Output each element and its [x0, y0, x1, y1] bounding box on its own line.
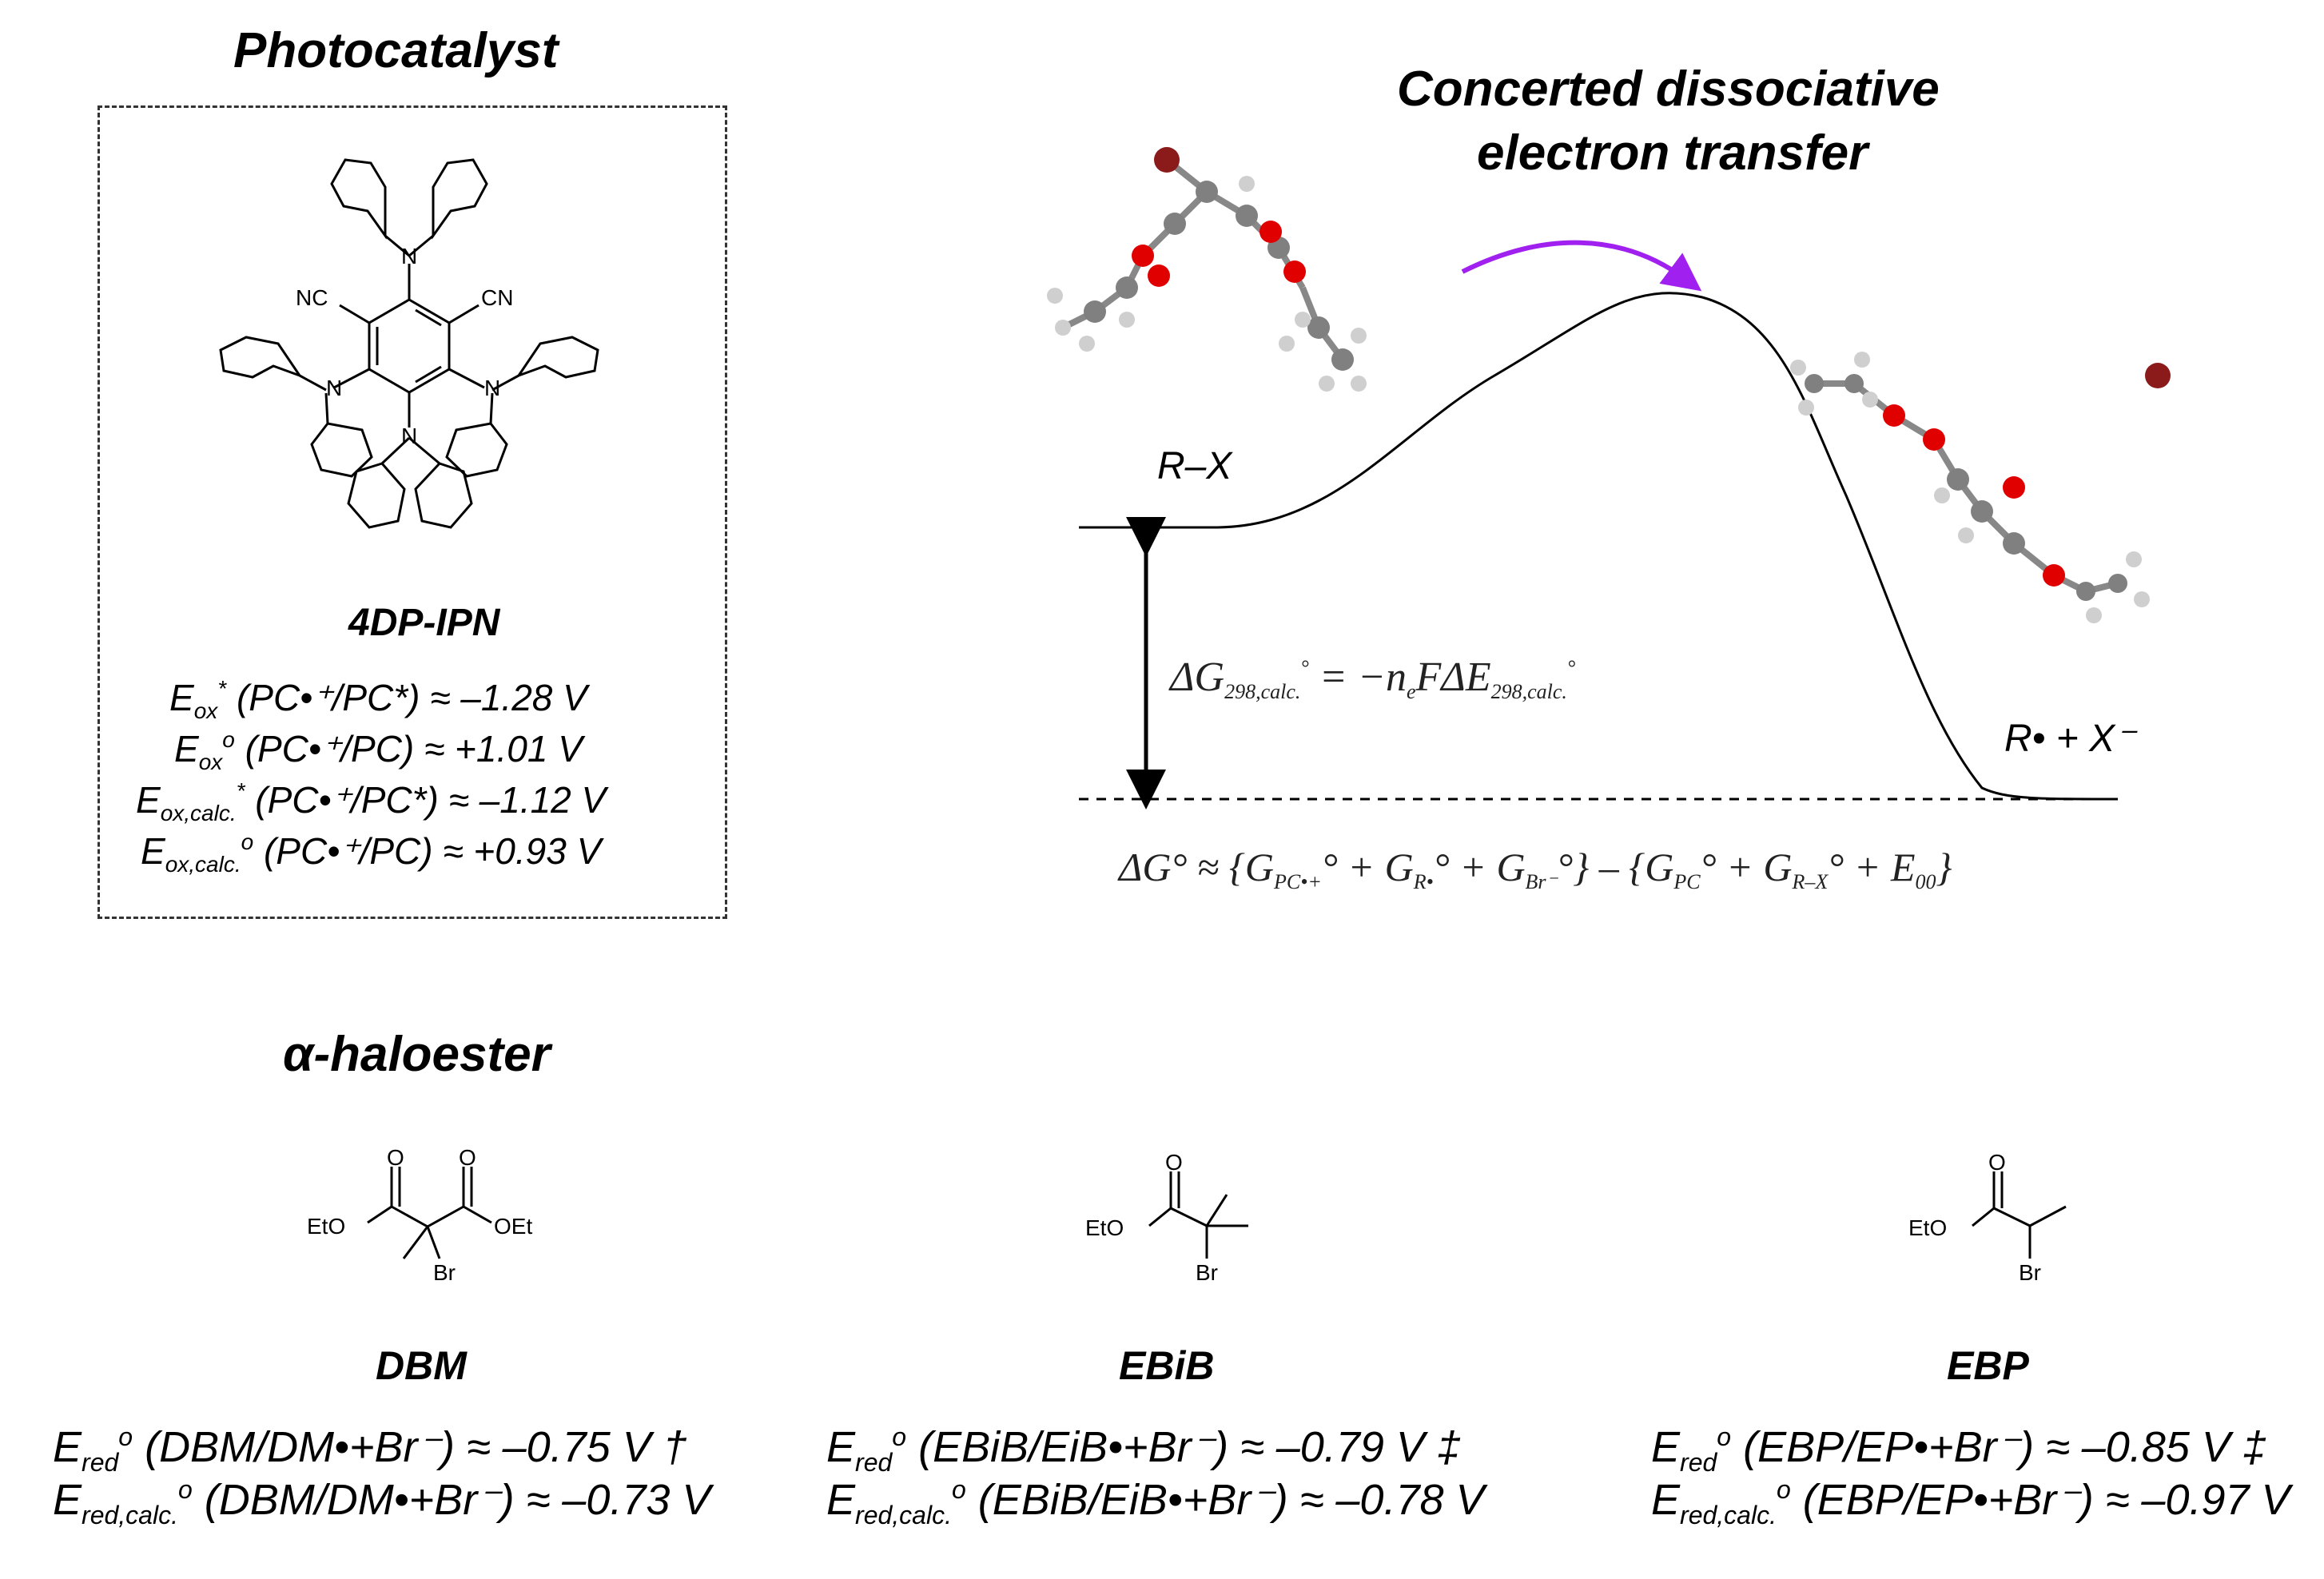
reactant-label: R–X: [1157, 445, 1232, 487]
svg-text:EtO: EtO: [1908, 1215, 1947, 1240]
svg-text:EtO: EtO: [1085, 1215, 1124, 1240]
photocatalyst-name: 4DP-IPN: [348, 602, 500, 644]
ebib-eq2: Ered,calc.o (EBiB/EiB•+Br⁻) ≈ –0.78 V: [826, 1475, 1485, 1529]
svg-text:EtO: EtO: [307, 1214, 345, 1239]
haloester-title: α-haloester: [283, 1027, 551, 1082]
dbm-eq1: Eredo (DBM/DM•+Br⁻) ≈ –0.75 V †: [53, 1422, 687, 1477]
ebib-eq1: Eredo (EBiB/EiB•+Br⁻) ≈ –0.79 V ‡: [826, 1422, 1461, 1477]
svg-text:N: N: [326, 376, 342, 400]
photocatalyst-eq1: Eox* (PC•⁺/PC*) ≈ –1.28 V: [169, 676, 587, 723]
photocatalyst-eq2: Eoxo (PC•⁺/PC) ≈ +1.01 V: [174, 727, 583, 774]
svg-text:Br: Br: [433, 1260, 456, 1285]
delta-g-equation: ΔG298,calc.° = −neFΔE298,calc.°: [1170, 654, 1576, 703]
product-molecule-model: [1790, 352, 2171, 623]
svg-text:Br: Br: [1196, 1260, 1218, 1285]
delta-g-full-equation: ΔG° ≈ {GPC•+° + GR•° + GBr⁻°} – {GPC° + …: [1119, 845, 1952, 893]
svg-text:CN: CN: [481, 285, 513, 310]
mechanism-title-line1: Concerted dissociative: [1397, 62, 1940, 117]
svg-text:O: O: [1165, 1150, 1183, 1175]
ebp-structure: O EtO Br: [1908, 1150, 2067, 1285]
dbm-eq2: Ered,calc.o (DBM/DM•+Br⁻) ≈ –0.73 V: [53, 1475, 711, 1529]
ebib-structure: O EtO Br: [1085, 1150, 1248, 1285]
svg-text:N: N: [401, 424, 417, 448]
ebp-eq1: Eredo (EBP/EP•+Br⁻) ≈ –0.85 V ‡: [1651, 1422, 2266, 1477]
dbm-structure: O O EtO OEt Br: [307, 1145, 532, 1285]
4dp-ipn-structure: N N N N NC CN: [219, 158, 599, 529]
svg-text:N: N: [484, 376, 500, 400]
svg-text:OEt: OEt: [494, 1214, 532, 1239]
mechanism-title-line2: electron transfer: [1477, 125, 1868, 181]
energy-profile: [1079, 240, 2118, 809]
svg-text:O: O: [1988, 1150, 2006, 1175]
photocatalyst-title: Photocatalyst: [233, 23, 559, 78]
photocatalyst-eq4: Eox,calc.o (PC•⁺/PC) ≈ +0.93 V: [141, 829, 602, 877]
photocatalyst-box: [97, 105, 727, 919]
svg-text:NC: NC: [296, 285, 328, 310]
ebp-name: EBP: [1947, 1343, 2029, 1388]
svg-text:O: O: [387, 1145, 404, 1170]
product-label: R• + X⁻: [2004, 718, 2135, 760]
dbm-name: DBM: [376, 1343, 467, 1388]
svg-text:Br: Br: [2019, 1260, 2041, 1285]
svg-text:O: O: [459, 1145, 476, 1170]
photocatalyst-eq3: Eox,calc.* (PC•⁺/PC*) ≈ –1.12 V: [136, 778, 607, 825]
ebib-name: EBiB: [1119, 1343, 1215, 1388]
ebp-eq2: Ered,calc.o (EBP/EP•+Br⁻) ≈ –0.97 V: [1651, 1475, 2290, 1529]
reaction-curve: [1079, 292, 2118, 801]
purple-arrow: [1461, 240, 1702, 292]
svg-text:N: N: [401, 244, 417, 268]
reactant-molecule-model: [1047, 147, 1367, 392]
